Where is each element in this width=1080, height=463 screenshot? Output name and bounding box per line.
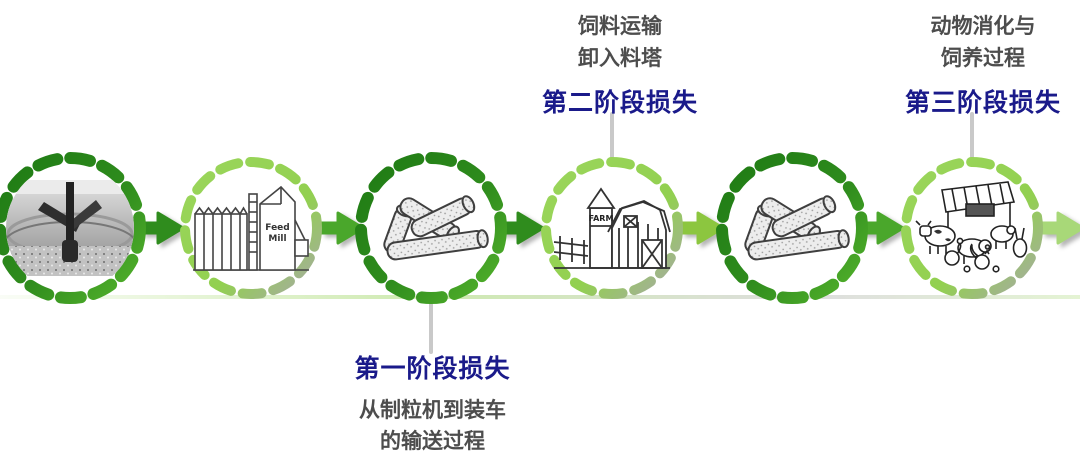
stage3-desc-line2: 饲养过程 xyxy=(941,46,1025,70)
feed-mill-label-line1: Feed xyxy=(265,223,289,233)
node-feed-mill: Feed Mill xyxy=(171,148,331,308)
stage2-desc-line2: 卸入料塔 xyxy=(578,46,662,70)
node-pellets-1 xyxy=(351,148,511,308)
stage3-desc-line1: 动物消化与 xyxy=(930,14,1036,38)
pellets-icon xyxy=(355,152,507,304)
mixer-photo-icon xyxy=(0,152,146,304)
feed-mill-icon: Feed Mill xyxy=(180,157,322,299)
livestock-icon xyxy=(901,157,1043,299)
stage1-desc-line1: 从制粒机到装车 xyxy=(359,398,506,422)
farm-barn-icon: FARM xyxy=(541,157,683,299)
node-farm: FARM xyxy=(532,148,692,308)
stage1-desc-line2: 的输送过程 xyxy=(380,429,485,453)
stage3-title: 第三阶段损失 xyxy=(904,88,1061,117)
connector-stage3 xyxy=(970,112,974,164)
stage1-title: 第一阶段损失 xyxy=(354,354,511,383)
farm-silo-label: FARM xyxy=(589,214,614,223)
stage2-title: 第二阶段损失 xyxy=(541,88,698,117)
node-pellets-2 xyxy=(712,148,872,308)
stage2-desc-line1: 饲料运输 xyxy=(578,14,662,38)
stage3-label-block: 动物消化与 饲养过程 第三阶段损失 xyxy=(858,10,1080,120)
stage2-label-block: 饲料运输 卸入料塔 第二阶段损失 xyxy=(495,10,745,120)
stage1-label-block: 第一阶段损失 从制粒机到装车 的输送过程 xyxy=(305,352,560,457)
node-livestock xyxy=(892,148,1052,308)
pellets-icon xyxy=(716,152,868,304)
node-mixing-conditioning xyxy=(0,148,150,308)
feed-mill-label-line2: Mill xyxy=(268,234,286,244)
connector-stage2 xyxy=(610,112,614,164)
ground-shadow-line xyxy=(0,295,1080,299)
connector-stage1 xyxy=(429,298,433,354)
